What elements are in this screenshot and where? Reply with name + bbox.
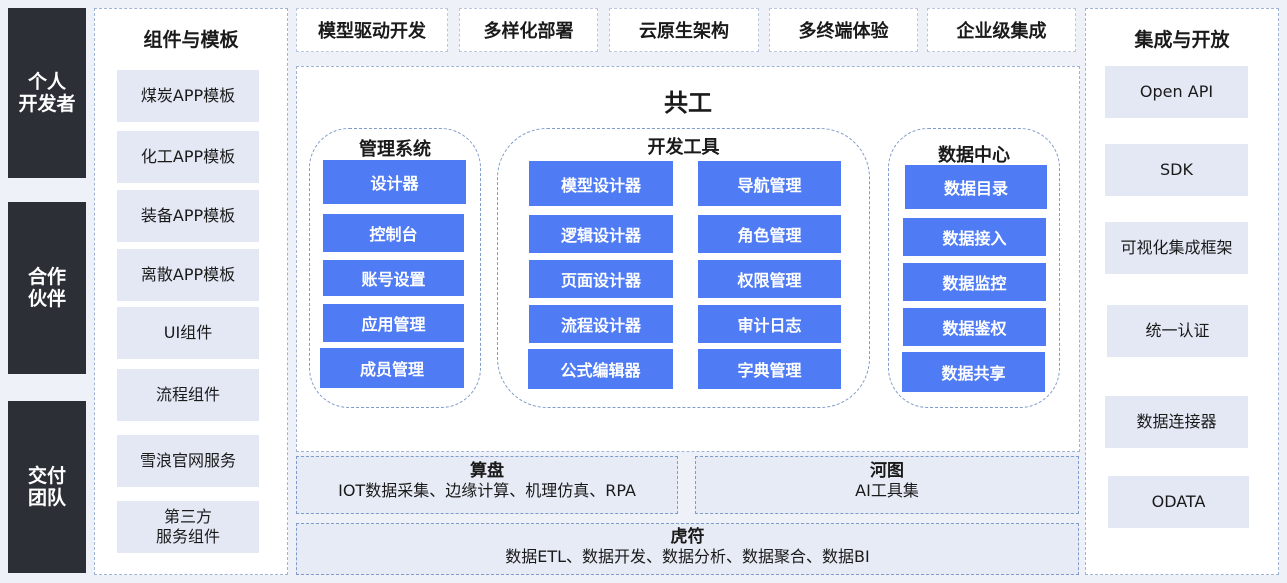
integration-item[interactable]: 统一认证 — [1107, 305, 1248, 357]
integration-item[interactable]: SDK — [1105, 144, 1248, 196]
role-individual-developer: 个人 开发者 — [8, 8, 86, 178]
suanpan-desc: IOT数据采集、边缘计算、机理仿真、RPA — [338, 481, 636, 500]
hetu-title: 河图 — [870, 461, 904, 481]
component-item[interactable]: 煤炭APP模板 — [117, 70, 259, 122]
app-management-button[interactable]: 应用管理 — [323, 304, 464, 342]
platform-title: 共工 — [664, 89, 712, 117]
flow-designer-button[interactable]: 流程设计器 — [529, 305, 673, 343]
data-center-title: 数据中心 — [938, 145, 1010, 166]
permission-management-button[interactable]: 权限管理 — [698, 260, 841, 298]
feature-tab: 模型驱动开发 — [296, 8, 448, 52]
components-title: 组件与模板 — [143, 29, 239, 51]
integration-item[interactable]: ODATA — [1108, 476, 1249, 528]
component-item[interactable]: 装备APP模板 — [117, 190, 259, 242]
component-item[interactable]: UI组件 — [117, 307, 259, 359]
page-designer-button[interactable]: 页面设计器 — [529, 260, 673, 298]
integration-item[interactable]: 可视化集成框架 — [1105, 222, 1248, 274]
designer-button[interactable]: 设计器 — [323, 160, 466, 204]
management-system-title: 管理系统 — [359, 139, 431, 160]
feature-tab: 云原生架构 — [609, 8, 759, 52]
model-designer-button[interactable]: 模型设计器 — [529, 161, 673, 206]
hetu-box: 河图 AI工具集 — [695, 456, 1079, 514]
hufu-box: 虎符 数据ETL、数据开发、数据分析、数据聚合、数据BI — [296, 523, 1079, 575]
audit-log-button[interactable]: 审计日志 — [698, 305, 841, 343]
data-monitoring-button[interactable]: 数据监控 — [903, 263, 1046, 301]
component-item[interactable]: 第三方 服务组件 — [117, 501, 259, 553]
component-item[interactable]: 流程组件 — [117, 369, 259, 421]
data-sharing-button[interactable]: 数据共享 — [902, 352, 1045, 392]
data-catalog-button[interactable]: 数据目录 — [905, 165, 1047, 209]
hetu-desc: AI工具集 — [855, 481, 919, 500]
data-ingestion-button[interactable]: 数据接入 — [903, 218, 1046, 256]
dictionary-management-button[interactable]: 字典管理 — [698, 349, 841, 389]
feature-tab: 多样化部署 — [459, 8, 598, 52]
dev-tools-title: 开发工具 — [647, 137, 720, 158]
data-authorization-button[interactable]: 数据鉴权 — [903, 308, 1046, 346]
hufu-title: 虎符 — [670, 527, 705, 547]
integration-item[interactable]: 数据连接器 — [1105, 396, 1248, 448]
integration-item[interactable]: Open API — [1105, 66, 1248, 118]
account-settings-button[interactable]: 账号设置 — [323, 260, 464, 296]
console-button[interactable]: 控制台 — [323, 214, 464, 252]
logic-designer-button[interactable]: 逻辑设计器 — [529, 215, 673, 253]
suanpan-title: 算盘 — [470, 461, 504, 481]
role-management-button[interactable]: 角色管理 — [698, 215, 841, 253]
component-item[interactable]: 雪浪官网服务 — [117, 435, 259, 487]
formula-editor-button[interactable]: 公式编辑器 — [528, 349, 673, 389]
role-partner: 合作 伙伴 — [8, 202, 86, 374]
hufu-desc: 数据ETL、数据开发、数据分析、数据聚合、数据BI — [505, 547, 870, 566]
component-item[interactable]: 离散APP模板 — [117, 249, 259, 301]
navigation-management-button[interactable]: 导航管理 — [698, 161, 841, 206]
component-item[interactable]: 化工APP模板 — [117, 131, 259, 183]
integration-title: 集成与开放 — [1134, 29, 1230, 51]
suanpan-box: 算盘 IOT数据采集、边缘计算、机理仿真、RPA — [296, 456, 678, 514]
feature-tab: 企业级集成 — [927, 8, 1076, 52]
role-delivery-team: 交付 团队 — [8, 401, 86, 573]
member-management-button[interactable]: 成员管理 — [320, 348, 464, 388]
feature-tab: 多终端体验 — [769, 8, 918, 52]
